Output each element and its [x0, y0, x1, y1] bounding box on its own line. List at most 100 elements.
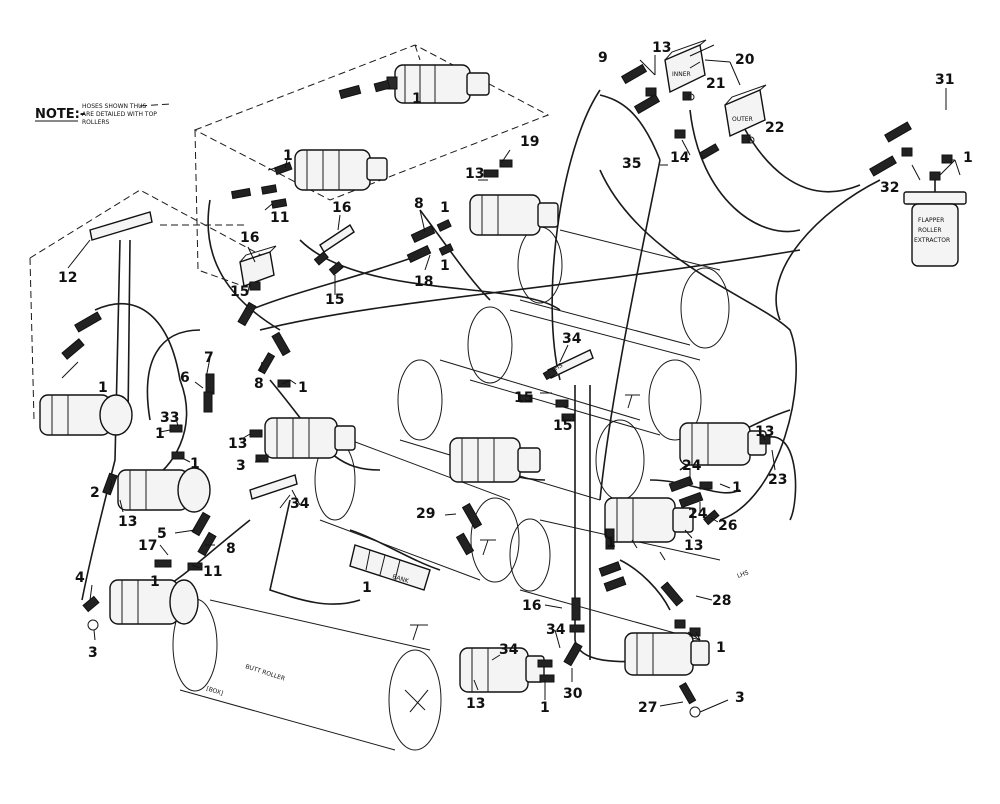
note-line-3: ROLLERS	[82, 119, 110, 126]
callout-1-bottom-right: 1	[716, 640, 726, 656]
callout-22: 19	[520, 134, 539, 150]
filter-label-3: EXTRACTOR	[914, 237, 950, 244]
callout-1-upper-right-b: 1	[440, 258, 450, 274]
callout-29: 26	[718, 518, 737, 534]
motor-center-left	[264, 417, 356, 459]
callout-36: 34	[290, 496, 310, 512]
context-labels: LHS LHS	[551, 362, 750, 580]
drum-f-mark-center	[480, 539, 496, 556]
manifold-36	[249, 474, 298, 500]
callout-33: 30	[563, 686, 583, 702]
callout-26: 23	[768, 472, 787, 488]
callout-38: 35	[622, 156, 641, 172]
callout-30: 27	[638, 700, 657, 716]
callout-11-lower: 11	[203, 564, 222, 580]
callout-16-upper: 15	[325, 292, 344, 308]
callout-1-right-center: 1	[606, 535, 616, 551]
inner-valve-label: INNER	[672, 71, 691, 78]
callout-3-bottom-right: 3	[735, 690, 745, 706]
callout-15-outer: 14	[670, 150, 690, 166]
callout-16-center-b: 15	[553, 418, 572, 434]
callout-1-bottom-left: 1	[150, 574, 160, 590]
callout-21: 18	[414, 274, 433, 290]
callout-1-top-left: 1	[283, 148, 293, 164]
callout-9: 9	[598, 50, 608, 66]
callout-6: 6	[180, 370, 190, 386]
callout-35: 34	[499, 642, 519, 658]
note-title: NOTE:-	[35, 107, 85, 122]
callout-32: 29	[416, 506, 435, 522]
valve-17	[239, 245, 277, 287]
callout-12: 12	[58, 270, 77, 286]
callout-31: 28	[712, 593, 731, 609]
inner-valve: INNER	[664, 39, 707, 94]
callout-1-right: 1	[732, 480, 742, 496]
filter-label-1: FLAPPER	[918, 217, 944, 224]
roller-drum-center	[397, 359, 645, 501]
valves: INNER OUTER BANK	[89, 39, 767, 591]
callout-leaders	[61, 44, 961, 713]
hydraulic-motors	[39, 64, 767, 693]
callout-numbers: 1 1 1 1 1 1 1 1 1 1 1 1 1 1 1 2 3 3 3 4 …	[58, 40, 973, 716]
note-line-1: HOSES SHOWN THUS	[82, 103, 146, 110]
callout-1-bottom-center: 1	[540, 700, 550, 716]
motor-bottom-left	[109, 579, 199, 625]
callout-1-left-c: 1	[98, 380, 108, 396]
motor-bottom-right	[624, 632, 710, 676]
callout-13-right-center: 13	[684, 538, 703, 554]
callout-34-top-right: 31	[935, 72, 954, 88]
callout-13-right: 13	[755, 424, 774, 440]
motor-right	[679, 422, 767, 466]
callout-11-upper: 11	[270, 210, 289, 226]
note-line-2: ARE DETAILED WITH TOP	[82, 111, 157, 118]
manifold-19	[319, 224, 355, 253]
outer-valve: OUTER	[724, 84, 767, 138]
butt-roller-label: BUTT ROLLER	[244, 663, 285, 682]
box-label: [BOX]	[205, 685, 223, 697]
callout-34-bottom: 34	[546, 622, 566, 638]
callout-13-upper-right: 13	[465, 166, 484, 182]
roller-drum-lower-center	[314, 439, 520, 583]
callout-28: 24	[688, 506, 708, 522]
outer-valve-label: OUTER	[732, 116, 753, 123]
callout-2: 2	[90, 485, 100, 501]
callout-1-filter: 1	[963, 150, 973, 166]
callout-34-filter: 32	[880, 180, 899, 196]
callout-4: 4	[75, 570, 85, 586]
motor-top-left	[294, 149, 388, 191]
motor-upper-right	[469, 194, 559, 236]
callout-24-outer: 22	[765, 120, 784, 136]
callout-3-center-left: 3	[236, 458, 246, 474]
callout-8-upper: 8	[414, 196, 424, 212]
callout-8-center-left: 8	[254, 376, 264, 392]
callout-13-bottom-center: 13	[466, 696, 485, 712]
callout-15-left: 15	[230, 284, 249, 300]
roller-drum-upper	[517, 226, 730, 349]
drum-f-mark-lower	[410, 624, 428, 641]
callout-19: 16	[332, 200, 351, 216]
callout-8-lower: 8	[226, 541, 236, 557]
motor-top-center	[386, 64, 490, 104]
lhs-label-center: LHS	[551, 362, 565, 374]
callout-7: 7	[204, 350, 214, 366]
callout-1-left-b: 1	[190, 456, 200, 472]
callout-5: 5	[157, 526, 167, 542]
callout-3-bottom-left: 3	[88, 645, 98, 661]
filter-label-2: ROLLER	[918, 227, 942, 234]
callout-17: 16	[240, 230, 259, 246]
manifold-12	[89, 211, 153, 241]
callout-14: 13	[228, 436, 247, 452]
callout-1-upper-right-a: 1	[440, 200, 450, 216]
motor-center	[449, 437, 541, 483]
callout-1-top: 1	[412, 91, 422, 107]
butt-roller: BUTT ROLLER [BOX]	[172, 598, 442, 751]
callout-1-valve-block: 1	[362, 580, 372, 596]
note-block: NOTE:- HOSES SHOWN THUS ARE DETAILED WIT…	[35, 103, 171, 126]
callout-18: 16	[522, 598, 541, 614]
callout-1-center-left: 1	[298, 380, 308, 396]
motor-right-center	[604, 497, 694, 543]
callout-20: 17	[138, 538, 157, 554]
lhs-label-right: LHS	[736, 569, 750, 580]
flapper-roller-extractor-filter: FLAPPER ROLLER EXTRACTOR	[903, 171, 967, 267]
